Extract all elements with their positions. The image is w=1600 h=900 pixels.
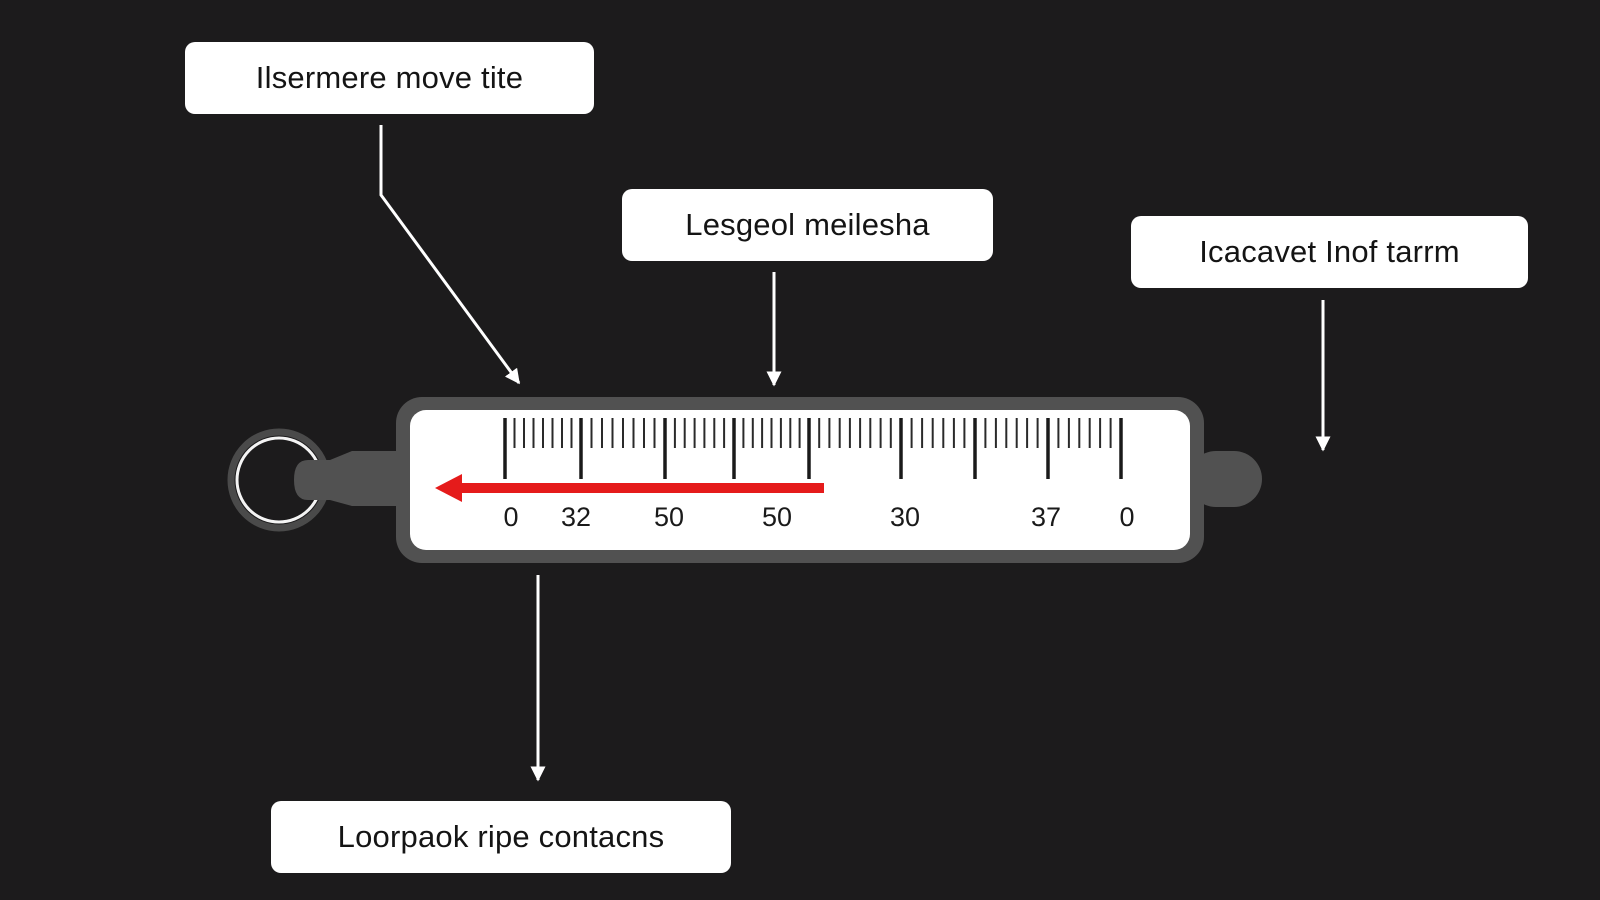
indicator-arrow — [435, 474, 824, 502]
callout-box-3: Icacavet Inof tarrm — [1131, 216, 1528, 288]
gauge-right-handle — [1188, 451, 1262, 507]
callout-label: Loorpaok ripe contacns — [337, 819, 665, 854]
gauge-ticks — [503, 418, 1123, 479]
callout-label: Ilsermere move tite — [255, 60, 524, 95]
arrow-left-icon — [435, 474, 462, 502]
gauge-scale-labels: 0 32 50 50 30 37 0 — [503, 502, 1134, 532]
callout-label: Icacavet Inof tarrm — [1199, 234, 1460, 269]
callout-label: Lesgeol meilesha — [685, 207, 930, 242]
gauge-left-handle — [294, 451, 400, 506]
scale-label: 50 — [762, 502, 792, 532]
scale-label: 0 — [1119, 502, 1134, 532]
callout-box-1: Ilsermere move tite — [185, 42, 594, 114]
gauge: 0 32 50 50 30 37 0 — [227, 397, 1262, 563]
connector-1 — [379, 125, 521, 385]
callout-box-2: Lesgeol meilesha — [622, 189, 993, 261]
indicator-shaft — [456, 483, 824, 493]
scale-label: 32 — [561, 502, 591, 532]
scale-label: 30 — [890, 502, 920, 532]
scale-label: 50 — [654, 502, 684, 532]
callout-box-4: Loorpaok ripe contacns — [271, 801, 731, 873]
scale-label: 0 — [503, 502, 518, 532]
scale-label: 37 — [1031, 502, 1061, 532]
